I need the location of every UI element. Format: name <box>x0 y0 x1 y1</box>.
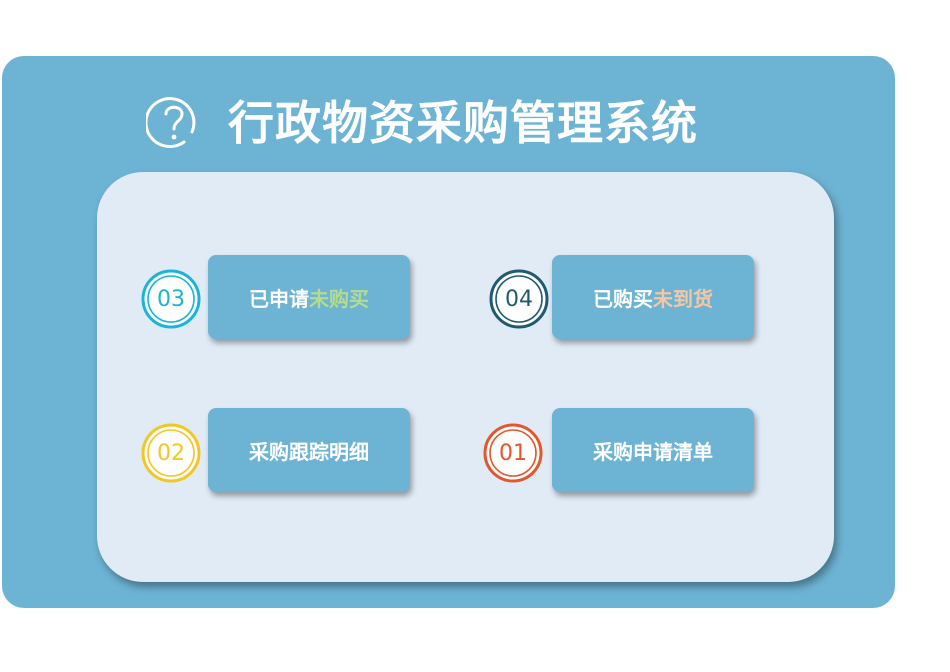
header: 行政物资采购管理系统 <box>146 88 698 152</box>
badge-number: 04 <box>505 286 533 312</box>
tile-label: 已购买 <box>593 286 653 311</box>
menu-tile-request-list[interactable]: 采购申请清单 <box>552 408 754 492</box>
tile-label: 采购跟踪明细 <box>249 439 369 464</box>
help-circle-icon[interactable] <box>146 88 202 152</box>
badge-ring-icon <box>489 269 549 329</box>
badge-ring-icon <box>141 423 201 483</box>
menu-tile-tracking-details[interactable]: 采购跟踪明细 <box>208 408 410 492</box>
menu-tile-purchase-pending[interactable]: 已申请未购买 <box>208 255 410 339</box>
page-title: 行政物资采购管理系统 <box>228 96 698 150</box>
badge-03: 03 <box>140 268 202 330</box>
badge-01: 01 <box>482 422 544 484</box>
badge-number: 03 <box>157 286 185 312</box>
badge-ring-icon <box>141 269 201 329</box>
tile-label-highlight: 未到货 <box>653 286 713 311</box>
tile-label: 已申请 <box>249 286 309 311</box>
badge-02: 02 <box>140 422 202 484</box>
badge-ring-icon <box>483 423 543 483</box>
badge-04: 04 <box>488 268 550 330</box>
tile-label-highlight: 未购买 <box>309 286 369 311</box>
menu-panel <box>97 172 834 582</box>
badge-number: 02 <box>157 440 185 466</box>
tile-label: 采购申请清单 <box>593 439 713 464</box>
menu-tile-delivery-pending[interactable]: 已购买未到货 <box>552 255 754 339</box>
badge-number: 01 <box>499 440 527 466</box>
